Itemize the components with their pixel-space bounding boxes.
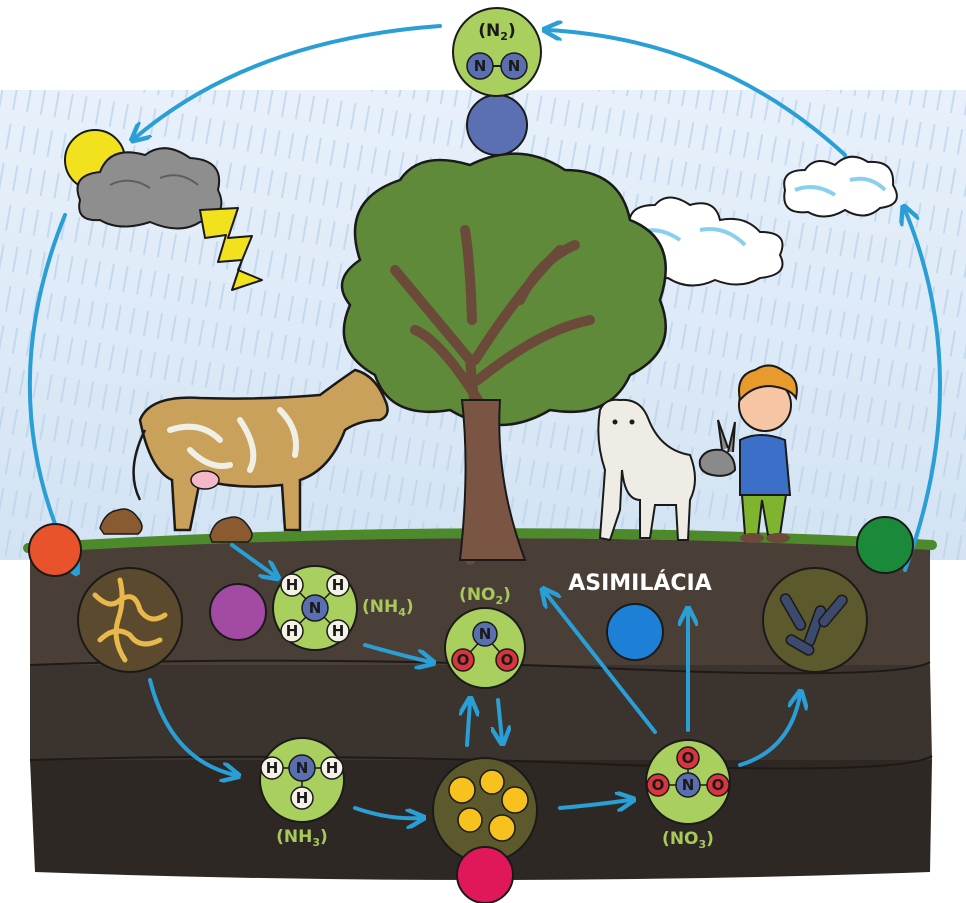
no3-formula: (NO3) bbox=[662, 829, 714, 851]
molecule-no2: N O O (NO2) bbox=[444, 585, 526, 689]
atom-o: O bbox=[457, 651, 470, 669]
marker-blue bbox=[606, 603, 664, 661]
bacteria-icon bbox=[762, 567, 868, 673]
atom-o: O bbox=[712, 776, 725, 794]
atom-n: N bbox=[309, 599, 322, 617]
atom-h: H bbox=[332, 576, 345, 594]
marker-purple bbox=[209, 583, 267, 641]
atom-h: H bbox=[332, 622, 345, 640]
no2-formula: (NO2) bbox=[459, 585, 511, 607]
cloud-icon bbox=[783, 155, 898, 218]
assimilation-label: ASIMILÁCIA bbox=[568, 570, 712, 596]
storm-cloud-icon bbox=[76, 147, 223, 230]
nitrifying-bacteria-icon bbox=[432, 757, 538, 863]
cow-icon bbox=[132, 368, 389, 532]
molecule-no3: N O O O (NO3) bbox=[645, 739, 731, 851]
boy-with-rabbit-icon bbox=[698, 364, 798, 543]
atom-n: N bbox=[479, 625, 492, 643]
marker-red bbox=[456, 846, 514, 903]
marker-navy bbox=[466, 94, 528, 156]
atom-h: H bbox=[326, 759, 339, 777]
atom-o: O bbox=[652, 776, 665, 794]
lamb-icon bbox=[597, 398, 696, 542]
atom-n: N bbox=[682, 776, 695, 794]
manure-icon bbox=[99, 508, 253, 543]
atom-o: O bbox=[682, 749, 695, 767]
molecule-nh4: N H H H H (NH4) bbox=[272, 565, 414, 651]
atom-h: H bbox=[286, 576, 299, 594]
fungi-icon bbox=[77, 567, 183, 673]
molecule-n2: N N (N2) bbox=[452, 7, 542, 97]
tree-icon bbox=[340, 152, 667, 565]
molecule-nh3: N H H H (NH3) bbox=[259, 737, 345, 849]
atom-h: H bbox=[296, 789, 309, 807]
nh4-formula: (NH4) bbox=[362, 597, 414, 619]
atom-n: N bbox=[474, 57, 487, 75]
lightning-icon bbox=[199, 207, 263, 291]
atom-n: N bbox=[508, 57, 521, 75]
atom-h: H bbox=[266, 759, 279, 777]
marker-orange bbox=[28, 523, 82, 577]
atom-h: H bbox=[286, 622, 299, 640]
n2-formula: (N2) bbox=[478, 21, 515, 43]
atom-n: N bbox=[296, 759, 309, 777]
nh3-formula: (NH3) bbox=[276, 827, 328, 849]
cycle-arrows bbox=[27, 26, 942, 818]
marker-green bbox=[856, 516, 914, 574]
atom-o: O bbox=[501, 651, 514, 669]
